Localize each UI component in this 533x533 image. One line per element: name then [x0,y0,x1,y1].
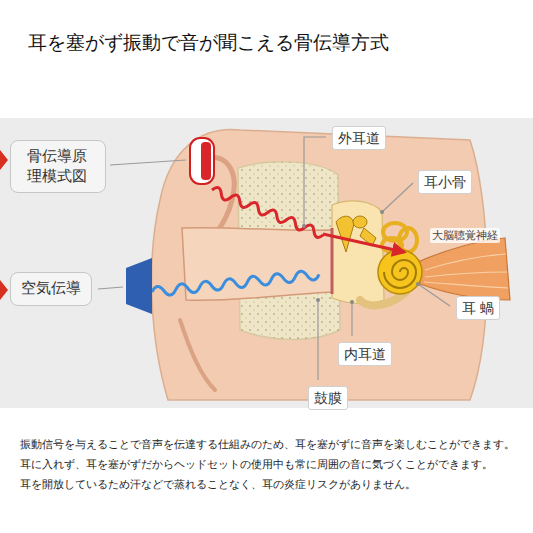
callout-text: 骨伝導原理模式図 [27,147,89,186]
blue-wave [151,269,319,297]
leader-line [110,160,186,165]
air-speaker [126,258,152,314]
red-arrow [323,234,404,252]
callout-box: 鼓膜 [308,386,348,410]
leader-line [418,284,450,306]
leader-line [98,287,123,289]
leader-dot [302,224,306,228]
callout-box: 耳 蝸 [456,296,500,320]
vibration-wave [210,186,325,239]
ear-canal [182,228,332,301]
leader-dot [416,282,420,286]
callout-box: 内耳道 [338,342,392,366]
caption-line: 振動信号を与えることで音声を伝達する仕組みのため、耳を塞がずに音声を楽しむことが… [20,438,515,452]
malleus [336,216,354,252]
callout-text: 耳小骨 [424,173,466,191]
incus [353,216,367,228]
callout-box: 外耳道 [332,126,386,150]
callout-text: 耳 蝸 [462,299,494,317]
anatomy-label: 大脳聴覚神経 [430,228,500,243]
callout-box: 耳小骨 [418,170,472,194]
auditory-nerve [418,238,510,300]
cochlea-spiral [384,260,416,288]
red-chevron [0,150,8,170]
leader-line [351,302,352,336]
callout-box: 骨伝導原理模式図 [10,140,106,193]
middle-ear [332,201,384,304]
nerve-fibers [424,254,508,288]
caption-line: 耳を開放しているため汗などで蒸れることなく、耳の炎症リスクがありません。 [20,478,416,492]
cochlea [378,250,422,294]
speaker-core [201,142,211,180]
leader-line [382,183,413,212]
caption-line: 耳に入れず、耳を塞がずだからヘッドセットの使用中も常に周囲の音に気づくことができ… [20,458,493,472]
title-text: 耳を塞がず振動で音が聞こえる骨伝導方式 [28,30,389,56]
eardrum [331,228,334,294]
leader-dot [380,210,384,214]
callout-text: 外耳道 [338,129,380,147]
callout-text: 内耳道 [344,345,386,363]
callout-text: 鼓膜 [314,389,342,407]
bone-conduction-speaker [190,138,214,184]
leader-lines [98,137,450,380]
leader-dot [316,298,320,302]
red-wave [210,186,325,239]
ear-lobe [180,320,215,390]
leader-line [304,137,326,226]
red-chevron [0,280,8,300]
air-wave [151,269,319,297]
callout-text: 空気伝導 [21,279,81,299]
leader-dot [350,300,354,304]
leader-dots [302,210,420,304]
leader-line [317,300,318,380]
callout-box: 空気伝導 [10,272,92,306]
grey-band [0,118,533,408]
